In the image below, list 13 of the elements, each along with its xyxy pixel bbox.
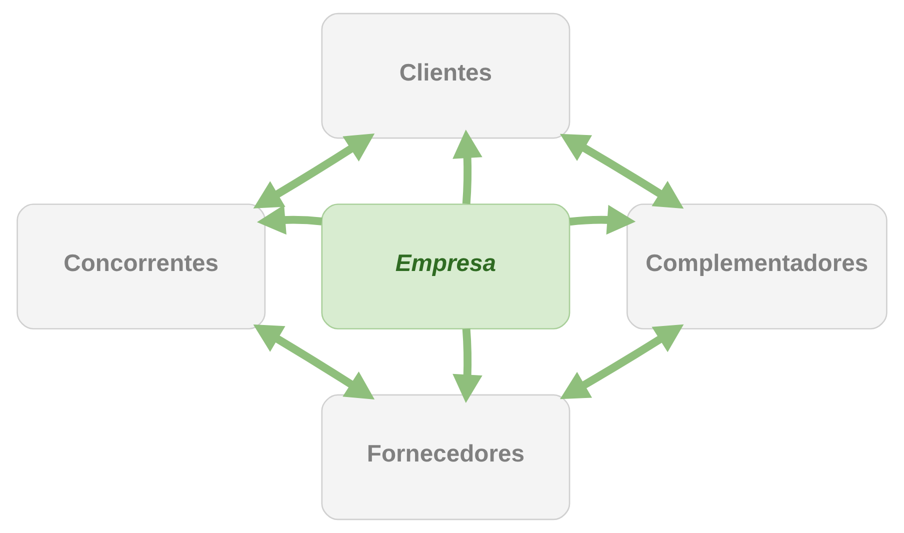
arrow — [560, 134, 684, 209]
arrow — [253, 324, 375, 400]
node-box: Fornecedores — [321, 394, 570, 520]
arrow — [452, 130, 482, 204]
arrow — [560, 324, 684, 400]
arrow — [256, 204, 322, 235]
arrow — [452, 328, 482, 403]
node-box: Empresa — [321, 204, 570, 330]
arrow — [253, 134, 375, 208]
node-box: Complementadores — [626, 204, 888, 330]
node-box: Clientes — [321, 12, 570, 139]
arrow — [569, 204, 636, 235]
node-box: Concorrentes — [16, 204, 266, 330]
